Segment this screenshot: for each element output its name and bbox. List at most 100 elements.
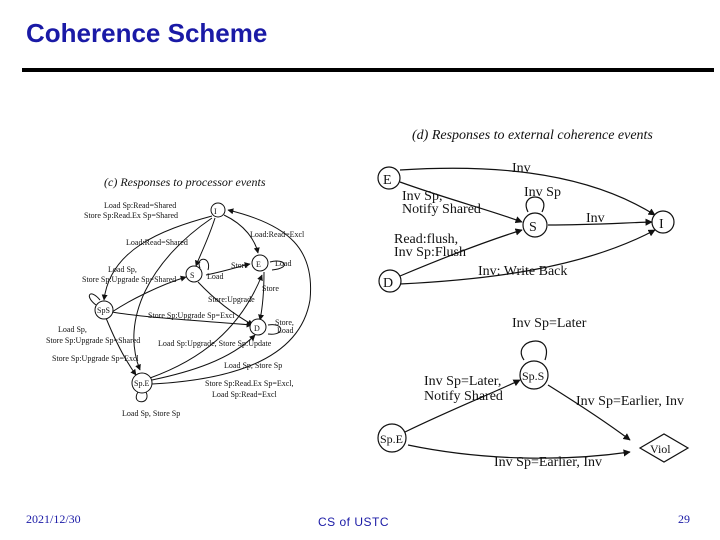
edge-d-d-s [399,228,523,277]
label-c-s-loop2: Store Sp:Upgrade Sp=Shared [82,275,176,284]
state-c-i-label: I [214,207,217,216]
label-d-invsp-later: Inv Sp=Later [512,316,587,331]
label-c-d-load: Load [277,326,293,335]
loop-d-sps [520,340,548,361]
label-c-s-loop1: Load Sp, [108,265,137,274]
label-d-invsp-earlier-inv: Inv Sp=Earlier, Inv [576,394,684,409]
panel-c-labels: Load Sp:Read=Shared Store Sp:Read.Ex Sp=… [46,201,305,418]
state-d-spe-label: Sp.E [380,432,403,446]
state-d-i [651,210,675,234]
edge-d-e-i [399,167,656,216]
loop-s [198,258,210,271]
label-d-inv-writeback: Inv: Write Back [478,264,567,279]
label-c-spe-mid: Load Sp:Upgrade, Store Sp:Update [158,339,272,348]
label-d-read-flush: Read:flush, [394,232,458,247]
panel-d-caption: (d) Responses to external coherence even… [412,128,653,143]
edge-spE-d [151,334,256,381]
state-d-s-label: S [529,220,537,235]
slide-title: Coherence Scheme [26,18,268,48]
label-c-e-load: Load [275,259,291,268]
edge-spS-d [111,311,253,328]
label-c-sps-l3: Store Sp:Upgrade Sp=Excl [52,354,140,363]
state-d-d-label: D [383,276,393,291]
edge-s-e [205,262,251,276]
state-c-e-label: E [256,260,261,269]
label-c-spe-r1: Store Sp:Read.Ex Sp=Excl, [205,379,294,388]
panel-d-labels: Inv Inv Sp, Notify Shared Inv Sp Inv Rea… [394,161,684,470]
state-d-viol [638,433,690,463]
panel-c-caption: (c) Responses to processor events [104,175,266,189]
edge-d-spe-sps [404,379,521,433]
state-d-i-label: I [659,217,664,232]
label-d-invsp-later-l1: Inv Sp=Later, [424,374,501,389]
state-c-s-label: S [190,271,194,280]
label-c-s-load: Load [207,272,223,281]
edge-d-e-s [399,181,523,224]
state-c-spe [131,372,153,394]
state-d-s [522,212,548,238]
edge-e-d [258,271,265,321]
label-c-i-to-e: Load:Read=Excl [250,230,305,239]
title-rule [22,68,714,72]
loop-spE [135,391,148,403]
label-c-store-upgrade: Store:Upgrade [208,295,255,304]
label-d-inv-sp-e2: Notify Shared [402,202,481,217]
edge-spE-i [151,208,312,385]
state-c-sps [94,300,114,320]
state-c-i [210,202,226,218]
edge-i-e [223,214,260,254]
edge-i-spE [133,217,213,371]
label-c-i-top1: Load Sp:Read=Shared [104,201,176,210]
panel-d-states: E S I D Sp.S Sp.E Viol [377,166,690,463]
label-c-read-shared: Load:Read=Shared [126,238,188,247]
state-c-d-label: D [254,324,260,333]
loop-e [269,260,285,271]
state-c-d [249,318,267,336]
edge-d-s-i [547,218,653,226]
edge-spE-e [149,274,263,379]
label-c-s-store: Store [231,261,248,270]
label-c-d-store: Store, [275,318,294,327]
state-d-sps [519,360,549,390]
footer-date: 2021/12/30 [26,512,81,526]
loop-d-s [525,196,545,213]
state-d-viol-label: Viol [650,442,671,456]
state-d-spe [377,423,407,453]
edge-spS-s [111,275,187,313]
label-c-sps-l1: Load Sp, [58,325,87,334]
state-d-d [378,269,402,293]
label-d-invsp-later-l2: Notify Shared [424,389,503,404]
label-d-invsp-earlier-inv2: Inv Sp=Earlier, Inv [494,455,602,470]
state-d-sps-label: Sp.S [522,369,544,383]
label-c-spe-bottom: Load Sp, Store Sp [122,409,180,418]
edge-d-sps-viol [547,384,631,441]
state-c-sps-label: SpS [97,306,110,315]
label-d-inv-s-i: Inv [586,211,605,226]
state-c-spe-label: Sp.E [134,379,149,388]
state-d-e [377,166,401,190]
loop-d [267,324,282,335]
footer-center: CS of USTC [318,515,390,529]
label-c-sps-l2: Store Sp:Upgrade Sp=Shared [46,336,140,345]
panel-c-states: I S E D SpS Sp.E [94,202,269,394]
edge-i-s [195,217,216,267]
label-c-i-top2: Store Sp:Read.Ex Sp=Shared [84,211,178,220]
state-d-e-label: E [383,173,392,188]
label-d-inv-sp-loop: Inv Sp [524,185,561,200]
label-c-ss-upg: Store Sp:Upgrade Sp=Excl [148,311,236,320]
label-c-spe-r2: Load Sp:Read=Excl [212,390,277,399]
loop-spS [88,293,101,306]
label-c-e-store: Store [262,284,279,293]
label-d-inv-top: Inv [512,161,531,176]
label-d-inv-sp-e1: Inv Sp, [402,189,442,204]
state-c-s [185,265,203,283]
edge-d-spe-viol [407,444,631,459]
state-c-e [251,254,269,272]
label-d-inv-sp-flush: Inv Sp:Flush [394,245,466,260]
edge-d-d-i [399,229,656,285]
page-number: 29 [678,512,690,526]
label-c-spe-low: Load Sp, Store Sp [224,361,282,370]
edge-spS-spE [105,317,137,376]
edge-i-spS [101,215,213,301]
